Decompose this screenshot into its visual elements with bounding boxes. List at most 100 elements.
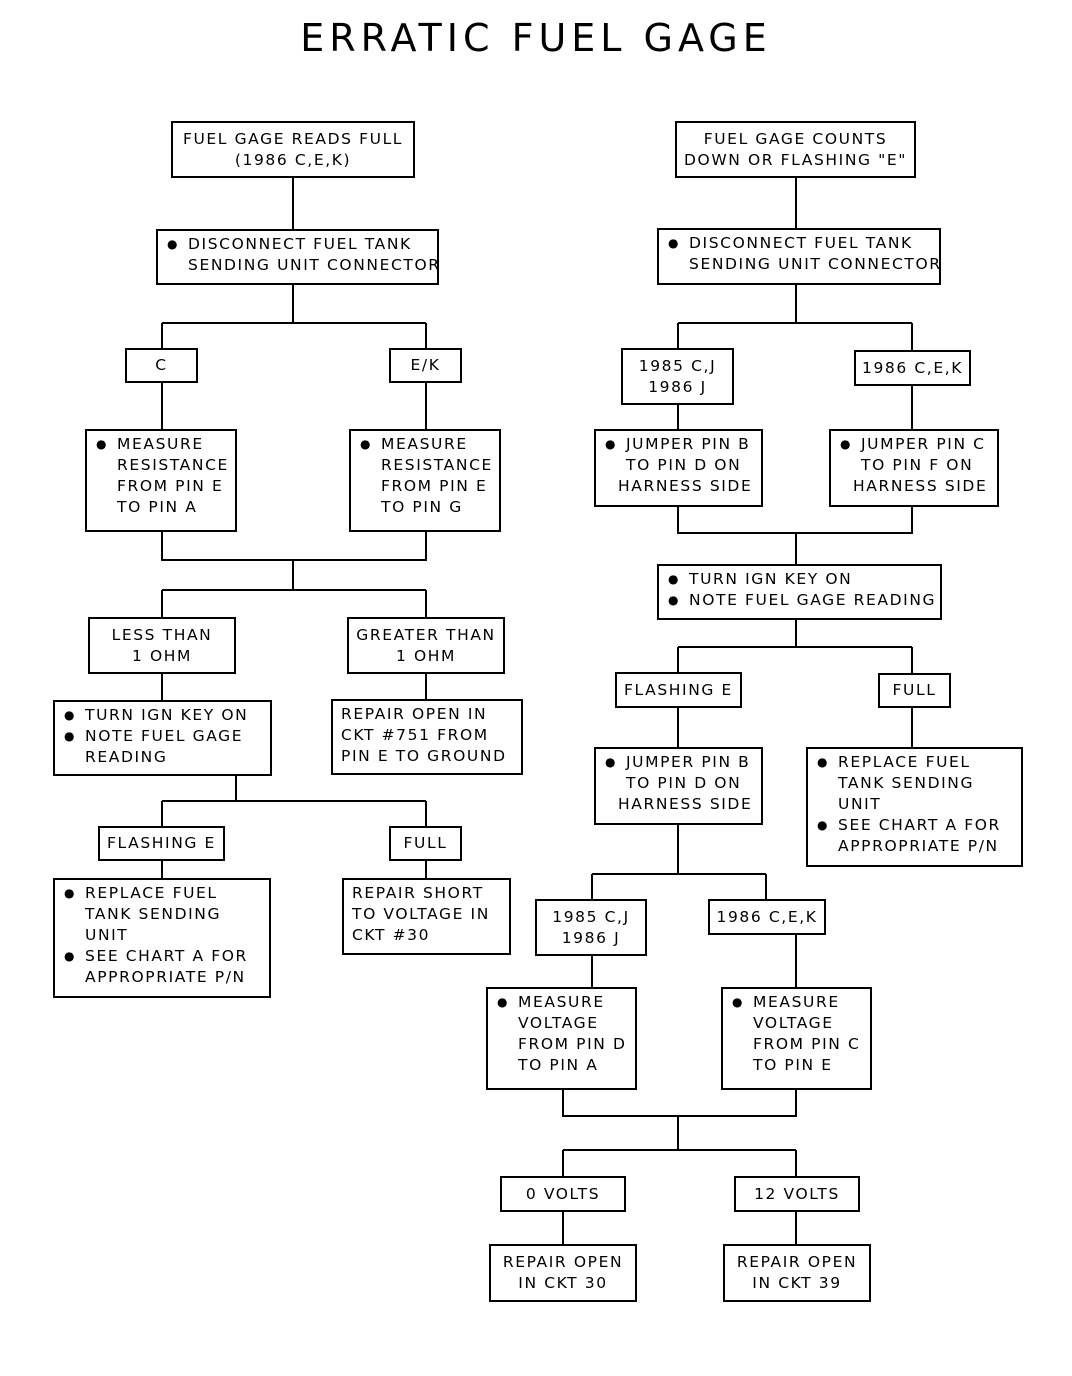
box-text: 1986 C,E,K	[716, 907, 818, 926]
box-text: TO PIN A	[518, 1056, 599, 1074]
right-disconnect-box: DISCONNECT FUEL TANK SENDING UNIT CONNEC…	[657, 228, 941, 285]
box-text: LESS THAN	[111, 625, 213, 644]
box-text: DISCONNECT FUEL TANK	[166, 234, 429, 255]
box-text: 12 VOLTS	[754, 1184, 840, 1203]
page-title: ERRATIC FUEL GAGE	[300, 16, 772, 60]
box-text: 1 OHM	[131, 646, 193, 665]
box-text: IN CKT 30	[518, 1274, 608, 1292]
right-zero-volts-box: 0 VOLTS	[500, 1176, 626, 1212]
box-text: REPLACE FUEL	[63, 883, 261, 904]
box-text: NOTE FUEL GAGE	[63, 726, 262, 747]
box-text: 0 VOLTS	[525, 1184, 601, 1203]
right-jumper-bd-box: JUMPER PIN B TO PIN D ON HARNESS SIDE	[594, 429, 763, 507]
box-text: FROM PIN D	[518, 1035, 627, 1053]
left-repair-open-box: REPAIR OPEN IN CKT #751 FROM PIN E TO GR…	[331, 699, 523, 775]
right-measure-da-box: MEASURE VOLTAGE FROM PIN D TO PIN A	[486, 987, 637, 1090]
box-text: TO PIN F ON	[861, 456, 974, 474]
right-start-box: FUEL GAGE COUNTS DOWN OR FLASHING "E"	[675, 121, 916, 178]
box-text: NOTE FUEL GAGE READING	[667, 590, 935, 611]
right-1986b-box: 1986 C,E,K	[708, 899, 826, 935]
box-text: DISCONNECT FUEL TANK	[667, 233, 931, 254]
box-text: READING	[85, 748, 168, 766]
box-text: REPLACE FUEL	[816, 752, 1013, 773]
box-text: TO PIN A	[117, 498, 198, 516]
box-text: MEASURE	[731, 992, 862, 1013]
box-text: CKT #30	[352, 926, 431, 944]
left-disconnect-box: DISCONNECT FUEL TANK SENDING UNIT CONNEC…	[156, 229, 439, 285]
box-text: TURN IGN KEY ON	[63, 705, 262, 726]
box-text: APPROPRIATE P/N	[838, 837, 999, 855]
left-measure-a-box: MEASURE RESISTANCE FROM PIN E TO PIN A	[85, 429, 237, 532]
box-text: MEASURE	[496, 992, 627, 1013]
box-text: TANK SENDING	[838, 774, 975, 792]
box-text: RESISTANCE	[117, 456, 229, 474]
box-text: TO PIN D ON	[626, 456, 742, 474]
box-text: REPAIR OPEN IN	[341, 705, 488, 723]
box-text: UNIT	[838, 795, 882, 813]
box-text: REPAIR OPEN	[736, 1253, 858, 1271]
left-ek-box: E/K	[389, 348, 462, 383]
box-text: FROM PIN E	[381, 477, 488, 495]
right-twelve-volts-box: 12 VOLTS	[734, 1176, 860, 1212]
left-measure-g-box: MEASURE RESISTANCE FROM PIN E TO PIN G	[349, 429, 501, 532]
box-text: 1986 J	[561, 928, 621, 947]
left-full-box: FULL	[389, 826, 462, 861]
box-text: TO PIN D ON	[626, 774, 742, 792]
right-repair-ckt39-box: REPAIR OPEN IN CKT 39	[723, 1244, 871, 1302]
box-text: (1986 C,E,K)	[234, 150, 352, 169]
box-text: SENDING UNIT CONNECTOR	[188, 256, 441, 274]
box-text: C	[155, 356, 168, 374]
box-text: TURN IGN KEY ON	[667, 569, 932, 590]
box-text: FLASHING E	[107, 834, 216, 852]
box-text: FLASHING E	[624, 680, 733, 699]
box-text: 1986 C,E,K	[862, 358, 964, 377]
box-text: PIN E TO GROUND	[341, 747, 507, 765]
box-text: E/K	[410, 356, 441, 374]
left-flashing-e-box: FLASHING E	[98, 826, 225, 861]
box-text: HARNESS SIDE	[618, 795, 753, 813]
left-c-box: C	[125, 348, 198, 383]
left-replace-box: REPLACE FUEL TANK SENDING UNIT SEE CHART…	[53, 878, 271, 998]
right-flashing-e-box: FLASHING E	[615, 672, 742, 708]
right-replace-box: REPLACE FUEL TANK SENDING UNIT SEE CHART…	[806, 747, 1023, 867]
box-text: FUEL GAGE COUNTS	[703, 129, 888, 148]
right-jumper-bd2-box: JUMPER PIN B TO PIN D ON HARNESS SIDE	[594, 747, 763, 825]
box-text: VOLTAGE	[753, 1014, 834, 1032]
right-1985-box: 1985 C,J 1986 J	[621, 348, 734, 405]
right-turn-ign-box: TURN IGN KEY ON NOTE FUEL GAGE READING	[657, 564, 942, 620]
box-text: DOWN OR FLASHING "E"	[683, 150, 908, 169]
box-text: SEE CHART A FOR	[63, 946, 261, 967]
box-text: FROM PIN E	[117, 477, 224, 495]
box-text: MEASURE	[359, 434, 491, 455]
left-start-box: FUEL GAGE READS FULL (1986 C,E,K)	[171, 121, 415, 178]
right-measure-ce-box: MEASURE VOLTAGE FROM PIN C TO PIN E	[721, 987, 872, 1090]
right-repair-ckt30-box: REPAIR OPEN IN CKT 30	[489, 1244, 637, 1302]
box-text: 1986 J	[648, 377, 707, 396]
box-text: HARNESS SIDE	[618, 477, 753, 495]
box-text: 1985 C,J	[552, 907, 630, 926]
box-text: FULL	[892, 681, 937, 699]
left-less-than-box: LESS THAN 1 OHM	[88, 617, 236, 674]
box-text: FUEL GAGE READS FULL	[182, 129, 404, 148]
box-text: JUMPER PIN B	[604, 434, 753, 455]
box-text: VOLTAGE	[518, 1014, 599, 1032]
box-text: TO VOLTAGE IN	[352, 905, 490, 923]
box-text: CKT #751 FROM	[341, 726, 489, 744]
box-text: UNIT	[85, 926, 129, 944]
box-text: REPAIR OPEN	[502, 1253, 624, 1271]
box-text: SEE CHART A FOR	[816, 815, 1013, 836]
box-text: SENDING UNIT CONNECTOR	[689, 255, 942, 273]
box-text: APPROPRIATE P/N	[85, 968, 246, 986]
box-text: REPAIR SHORT	[352, 884, 484, 902]
left-turn-ign-box: TURN IGN KEY ON NOTE FUEL GAGE READING	[53, 700, 272, 776]
right-1985b-box: 1985 C,J 1986 J	[535, 899, 647, 956]
box-text: TO PIN G	[381, 498, 463, 516]
box-text: TANK SENDING	[85, 905, 222, 923]
left-greater-than-box: GREATER THAN 1 OHM	[347, 617, 505, 674]
box-text: FROM PIN C	[753, 1035, 861, 1053]
box-text: JUMPER PIN B	[604, 752, 753, 773]
box-text: RESISTANCE	[381, 456, 493, 474]
box-text: TO PIN E	[753, 1056, 833, 1074]
right-full-box: FULL	[878, 673, 951, 708]
